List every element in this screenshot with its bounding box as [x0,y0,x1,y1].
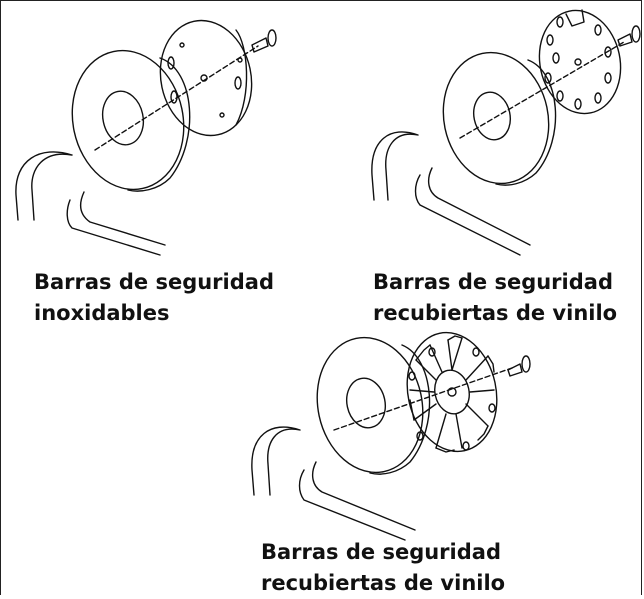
caption-vinyl-a: Barras de seguridad recubiertas de vinil… [373,267,617,329]
rosette-3 [316,336,431,475]
caption-stainless: Barras de seguridad inoxidables [34,267,274,329]
axis-line-1 [94,45,259,151]
screw-3 [507,355,531,377]
rosette-2 [442,51,557,186]
assembly-stainless [15,19,277,256]
caption-stainless-line1: Barras de seguridad [34,270,274,294]
screw-1 [251,29,277,53]
bar-tube-1 [15,151,166,256]
caption-vinyl-a-line1: Barras de seguridad [373,270,613,294]
axis-line-3 [333,367,513,431]
assembly-vinyl-b [251,331,531,541]
caption-vinyl-a-line2: recubiertas de vinilo [373,301,618,325]
caption-vinyl-b-line2: recubiertas de vinilo [261,571,506,595]
bar-tube-2 [371,131,531,256]
caption-stainless-line2: inoxidables [34,301,170,325]
mount-plate-3 [406,331,498,453]
rosette-1 [71,49,191,192]
axis-line-2 [459,41,625,139]
mount-plate-1 [159,19,253,137]
assembly-vinyl-a [371,9,641,256]
caption-vinyl-b-line1: Barras de seguridad [261,540,501,564]
bar-tube-3 [251,426,416,541]
caption-vinyl-b: Barras de seguridad recubiertas de vinil… [261,537,505,599]
mount-plate-2 [538,9,622,115]
